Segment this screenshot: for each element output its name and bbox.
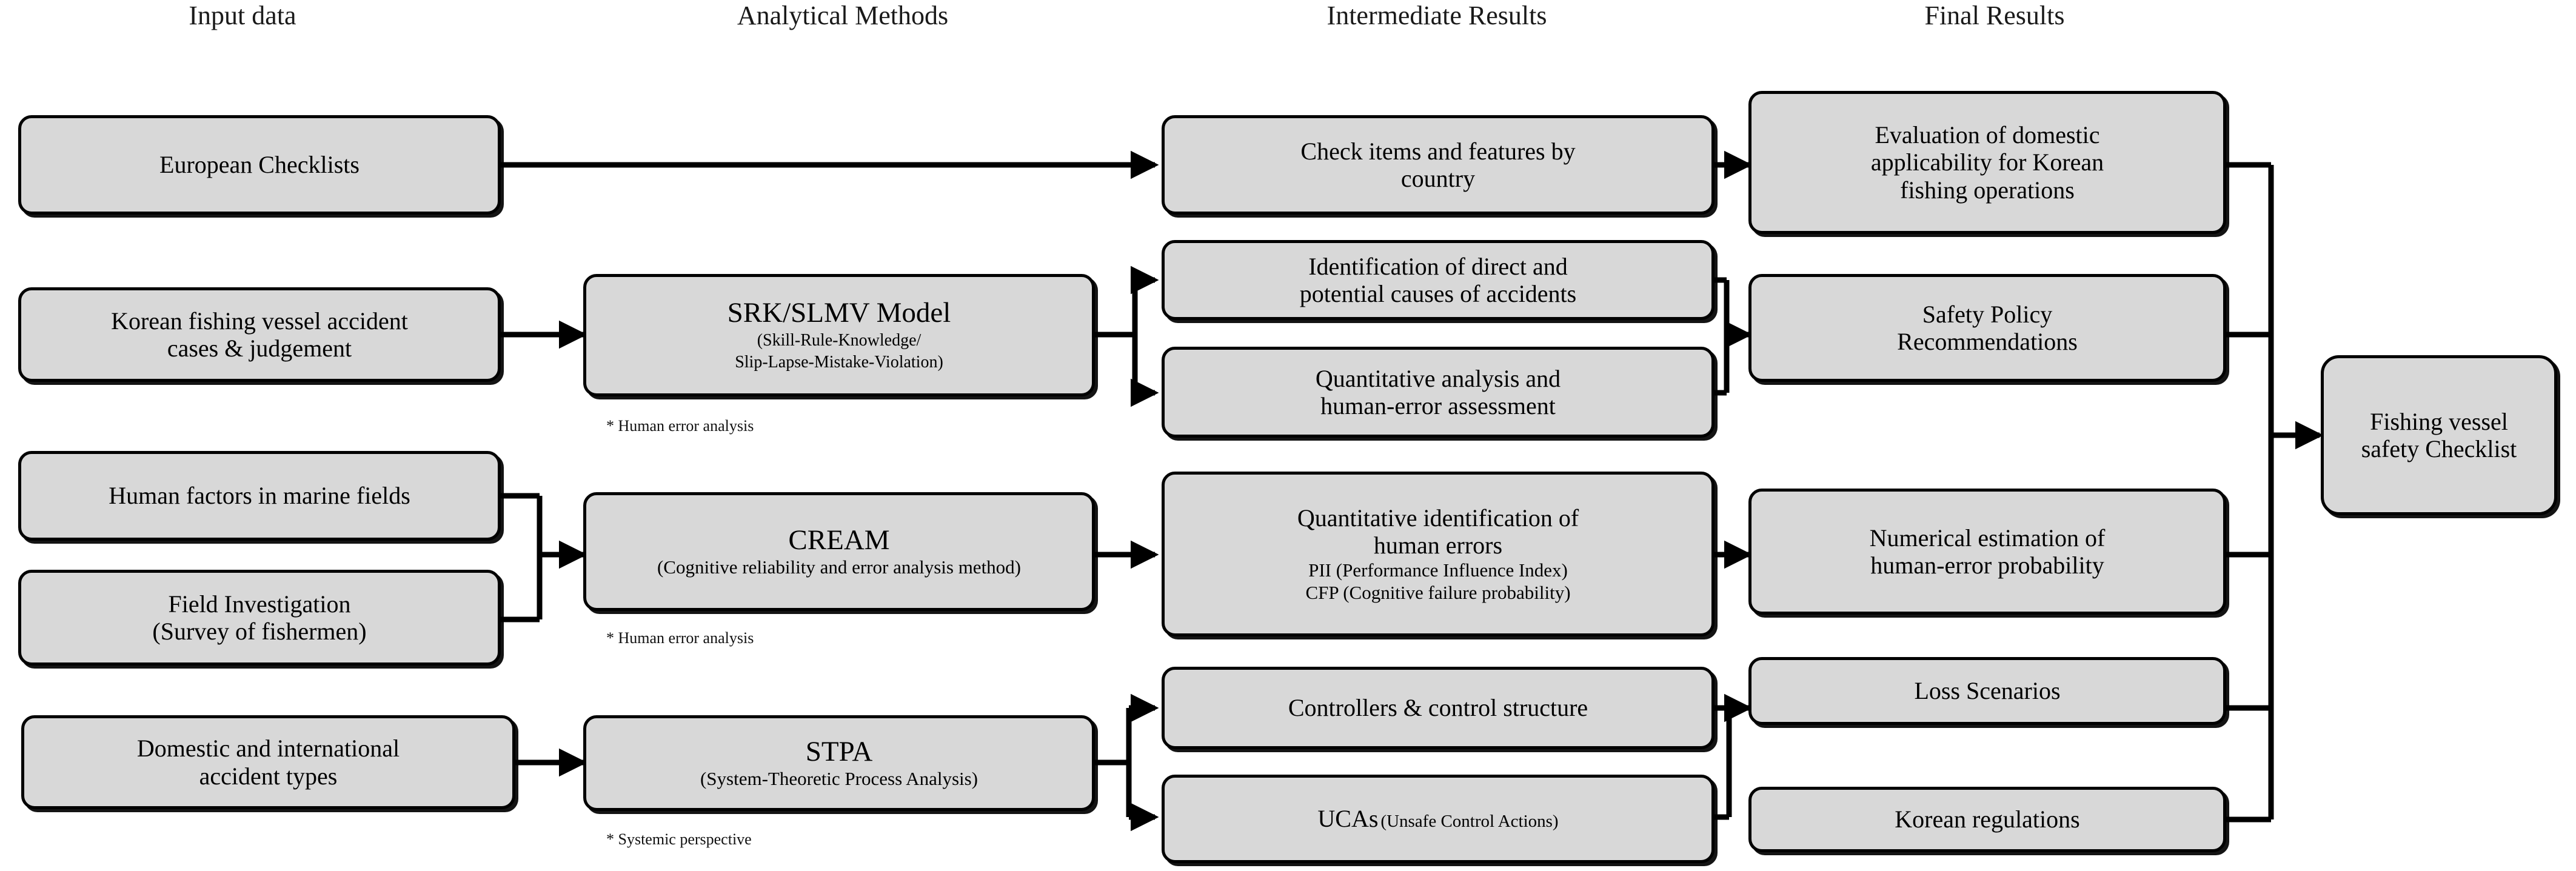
- node-label-line1: Numerical estimation of: [1869, 524, 2106, 552]
- node-label-line3: PII (Performance Influence Index): [1308, 559, 1568, 581]
- node-subtitle: (System-Theoretic Process Analysis): [700, 768, 979, 790]
- node-quantitative-analysis-human-error[interactable]: Quantitative analysis and human-error as…: [1162, 347, 1715, 438]
- node-title: CREAM: [788, 524, 890, 556]
- node-label-line1: Quantitative identification of: [1297, 504, 1579, 532]
- node-label-line2: human errors: [1373, 531, 1503, 559]
- node-label-line1: Quantitative analysis and: [1315, 364, 1561, 392]
- node-label-line2: applicability for Korean: [1870, 149, 2104, 176]
- node-label-line2: Recommendations: [1897, 328, 2078, 355]
- node-field-investigation[interactable]: Field Investigation (Survey of fishermen…: [18, 570, 501, 666]
- node-stpa[interactable]: STPA (System-Theoretic Process Analysis): [583, 715, 1095, 811]
- node-identification-causes-accidents[interactable]: Identification of direct and potential c…: [1162, 240, 1715, 320]
- node-label-line1: Fishing vessel: [2370, 407, 2508, 435]
- note-srk-human-error-analysis: * Human error analysis: [606, 417, 754, 435]
- node-loss-scenarios[interactable]: Loss Scenarios: [1748, 657, 2226, 725]
- node-fishing-vessel-safety-checklist[interactable]: Fishing vessel safety Checklist: [2321, 355, 2557, 515]
- column-header-analytical-methods: Analytical Methods: [737, 1, 949, 30]
- column-header-intermediate-results: Intermediate Results: [1326, 1, 1547, 30]
- node-label: Controllers & control structure: [1288, 694, 1588, 722]
- node-controllers-control-structure[interactable]: Controllers & control structure: [1162, 667, 1715, 749]
- node-korean-regulations[interactable]: Korean regulations: [1748, 787, 2226, 852]
- node-label-line2: accident types: [199, 762, 338, 790]
- node-label-line1: Domestic and international: [136, 735, 400, 763]
- node-safety-policy-recommendations[interactable]: Safety Policy Recommendations: [1748, 274, 2226, 382]
- node-label-line4: CFP (Cognitive failure probability): [1305, 582, 1571, 604]
- node-label-line3: fishing operations: [1900, 176, 2075, 204]
- column-header-final-results: Final Results: [1924, 1, 2065, 30]
- note-cream-human-error-analysis: * Human error analysis: [606, 629, 754, 647]
- node-label-line2: human-error assessment: [1320, 392, 1556, 419]
- node-korean-accident-cases[interactable]: Korean fishing vessel accident cases & j…: [18, 287, 501, 382]
- node-label-line2: safety Checklist: [2361, 435, 2517, 462]
- node-title: SRK/SLMV Model: [727, 297, 951, 329]
- node-cream[interactable]: CREAM (Cognitive reliability and error a…: [583, 492, 1095, 611]
- node-label-line1: Evaluation of domestic: [1875, 121, 2100, 149]
- node-evaluation-domestic-applicability[interactable]: Evaluation of domestic applicability for…: [1748, 91, 2226, 234]
- node-label-line2: human-error probability: [1870, 552, 2104, 579]
- node-label-row: UCAs (Unsafe Control Actions): [1317, 805, 1558, 832]
- node-label-parenthetical: (Unsafe Control Actions): [1380, 812, 1559, 832]
- node-label-line1: Safety Policy: [1922, 300, 2053, 328]
- node-human-factors-marine[interactable]: Human factors in marine fields: [18, 451, 501, 541]
- node-label-line1: Identification of direct and: [1308, 252, 1568, 280]
- node-title: STPA: [805, 735, 873, 767]
- node-srk-slmv-model[interactable]: SRK/SLMV Model (Skill-Rule-Knowledge/ Sl…: [583, 274, 1095, 396]
- node-label: European Checklists: [159, 151, 360, 179]
- column-header-input-data: Input data: [189, 1, 296, 30]
- node-subtitle-line1: (Skill-Rule-Knowledge/: [757, 330, 922, 350]
- node-european-checklists[interactable]: European Checklists: [18, 115, 501, 215]
- node-label: Loss Scenarios: [1914, 677, 2061, 705]
- node-label: UCAs: [1317, 805, 1379, 833]
- node-label-line2: potential causes of accidents: [1299, 280, 1577, 307]
- node-label-line1: Korean fishing vessel accident: [111, 307, 408, 335]
- node-subtitle-line2: Slip-Lapse-Mistake-Violation): [735, 352, 943, 372]
- node-label-line2: (Survey of fishermen): [152, 618, 367, 645]
- node-label: Korean regulations: [1895, 806, 2080, 833]
- node-ucas[interactable]: UCAs (Unsafe Control Actions): [1162, 775, 1715, 863]
- node-domestic-international-accident-types[interactable]: Domestic and international accident type…: [21, 715, 515, 809]
- node-label-line2: country: [1400, 165, 1476, 192]
- note-stpa-systemic-perspective: * Systemic perspective: [606, 830, 752, 848]
- node-label-line1: Check items and features by: [1300, 137, 1576, 165]
- node-subtitle: (Cognitive reliability and error analysi…: [657, 556, 1022, 578]
- node-label-line2: cases & judgement: [167, 335, 352, 362]
- node-quantitative-identification-human-errors[interactable]: Quantitative identification of human err…: [1162, 472, 1715, 636]
- node-numerical-estimation-human-error-probability[interactable]: Numerical estimation of human-error prob…: [1748, 489, 2226, 615]
- node-label: Human factors in marine fields: [109, 482, 410, 510]
- node-check-items-features-by-country[interactable]: Check items and features by country: [1162, 115, 1715, 215]
- node-label-line1: Field Investigation: [168, 590, 351, 618]
